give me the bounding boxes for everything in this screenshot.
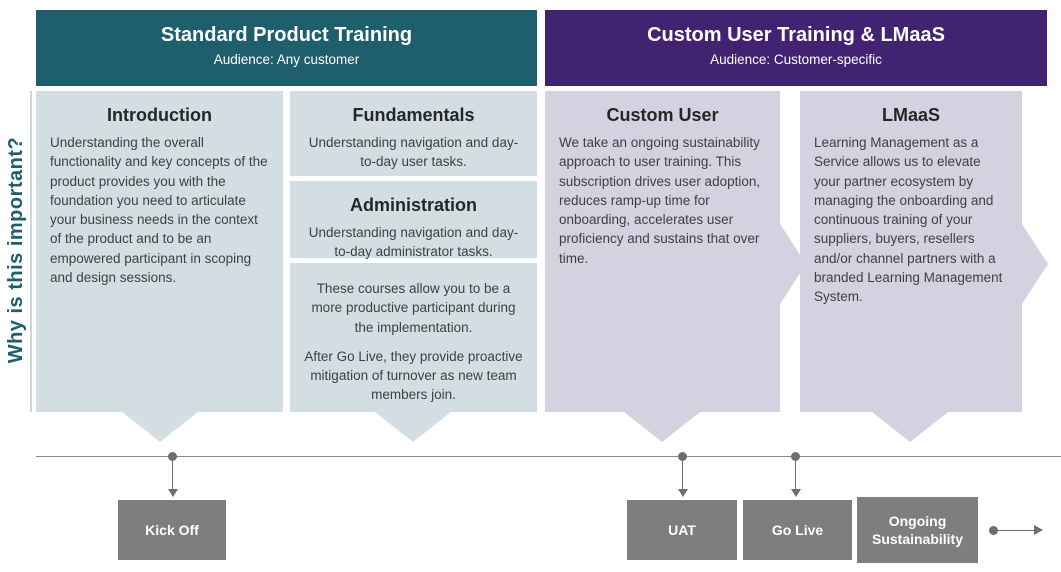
card-title: Introduction: [107, 105, 212, 125]
milestone-uat: UAT: [627, 500, 737, 560]
vertical-divider: [30, 91, 32, 412]
header-title: Standard Product Training: [160, 24, 413, 46]
down-arrowhead-icon: [678, 489, 688, 497]
card-body: Understanding navigation and day-to-day …: [308, 135, 519, 170]
card-body: Understanding navigation and day-to-day …: [308, 225, 519, 260]
milestone-ongoing-sustainability: Ongoing Sustainability: [857, 497, 978, 563]
card-title: Administration: [349, 195, 477, 215]
why-important-label: Why is this important?: [5, 136, 27, 364]
note-paragraph: These courses allow you to be a more pro…: [311, 281, 516, 335]
card-implementation-note: These courses allow you to be a more pro…: [290, 263, 537, 412]
milestone-kick-off: Kick Off: [118, 500, 226, 560]
card-body: We take an ongoing sustainability approa…: [559, 135, 761, 266]
timeline-dot: [989, 526, 998, 535]
card-title: Fundamentals: [352, 105, 475, 125]
card-custom-user: Custom User We take an ongoing sustainab…: [545, 91, 780, 412]
card-fundamentals: Fundamentals Understanding navigation an…: [290, 91, 537, 176]
card-introduction: Introduction Understanding the overall f…: [36, 91, 283, 412]
connector-line: [795, 461, 796, 489]
down-arrowhead-icon: [168, 489, 178, 497]
down-arrow-icon: [872, 412, 948, 442]
down-arrow-icon: [624, 412, 700, 442]
header-standard-product-training: Standard Product Training Audience: Any …: [36, 10, 537, 86]
down-arrow-icon: [375, 412, 451, 442]
header-subtitle: Audience: Any customer: [213, 52, 360, 67]
timeline-dot: [678, 452, 687, 461]
header-custom-user-training: Custom User Training & LMaaS Audience: C…: [545, 10, 1047, 86]
note-paragraph: After Go Live, they provide proactive mi…: [304, 348, 523, 403]
connector-line: [682, 461, 683, 489]
card-lmaas: LMaaS Learning Management as a Service a…: [800, 91, 1022, 412]
timeline-dot: [168, 452, 177, 461]
milestone-go-live: Go Live: [743, 500, 852, 560]
down-arrowhead-icon: [791, 489, 801, 497]
timeline-dot: [791, 452, 800, 461]
connector-line: [998, 530, 1034, 531]
card-administration: Administration Understanding navigation …: [290, 181, 537, 259]
card-title: Custom User: [606, 105, 719, 125]
right-arrowhead-icon: [1034, 525, 1043, 535]
card-body: Learning Management as a Service allows …: [814, 135, 1003, 305]
header-subtitle: Audience: Customer-specific: [710, 52, 882, 67]
card-title: LMaaS: [881, 105, 941, 125]
header-title: Custom User Training & LMaaS: [647, 24, 945, 46]
down-arrow-icon: [122, 412, 198, 442]
right-arrow-icon: [1022, 224, 1048, 304]
connector-line: [172, 461, 173, 489]
card-body: Understanding the overall functionality …: [50, 135, 268, 286]
timeline-line: [36, 456, 1061, 457]
